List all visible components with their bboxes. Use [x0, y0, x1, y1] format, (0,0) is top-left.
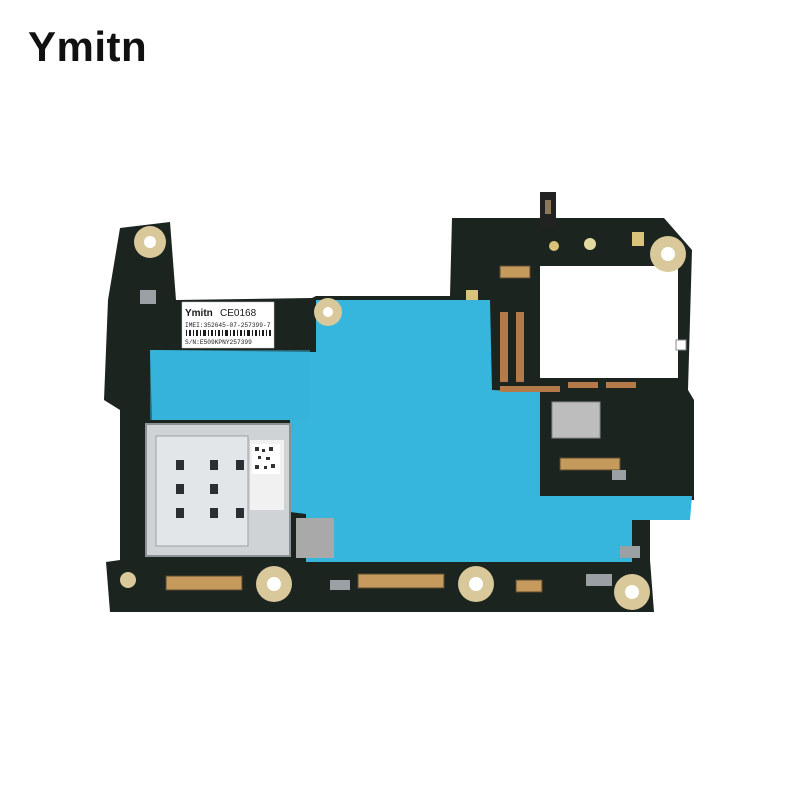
barcode — [186, 330, 271, 336]
ce-mark: CE0168 — [220, 308, 257, 319]
camera-window — [540, 266, 678, 378]
sim-tray — [145, 423, 291, 557]
serial-number: S/N:E509KPNY257399 — [185, 339, 252, 346]
imei-number: IMEI:352645-07-257399-7 — [185, 322, 271, 329]
board-connectors — [165, 265, 621, 593]
imei-label-brand: Ymitn — [185, 308, 213, 319]
brand-watermark: Ymitn — [28, 23, 148, 70]
imei-label: Ymitn CE0168 IMEI:352645-07-257399-7 S/N… — [181, 301, 275, 349]
copper-traces — [500, 312, 636, 392]
qr-label — [252, 444, 280, 474]
mounting-holes — [120, 226, 686, 610]
